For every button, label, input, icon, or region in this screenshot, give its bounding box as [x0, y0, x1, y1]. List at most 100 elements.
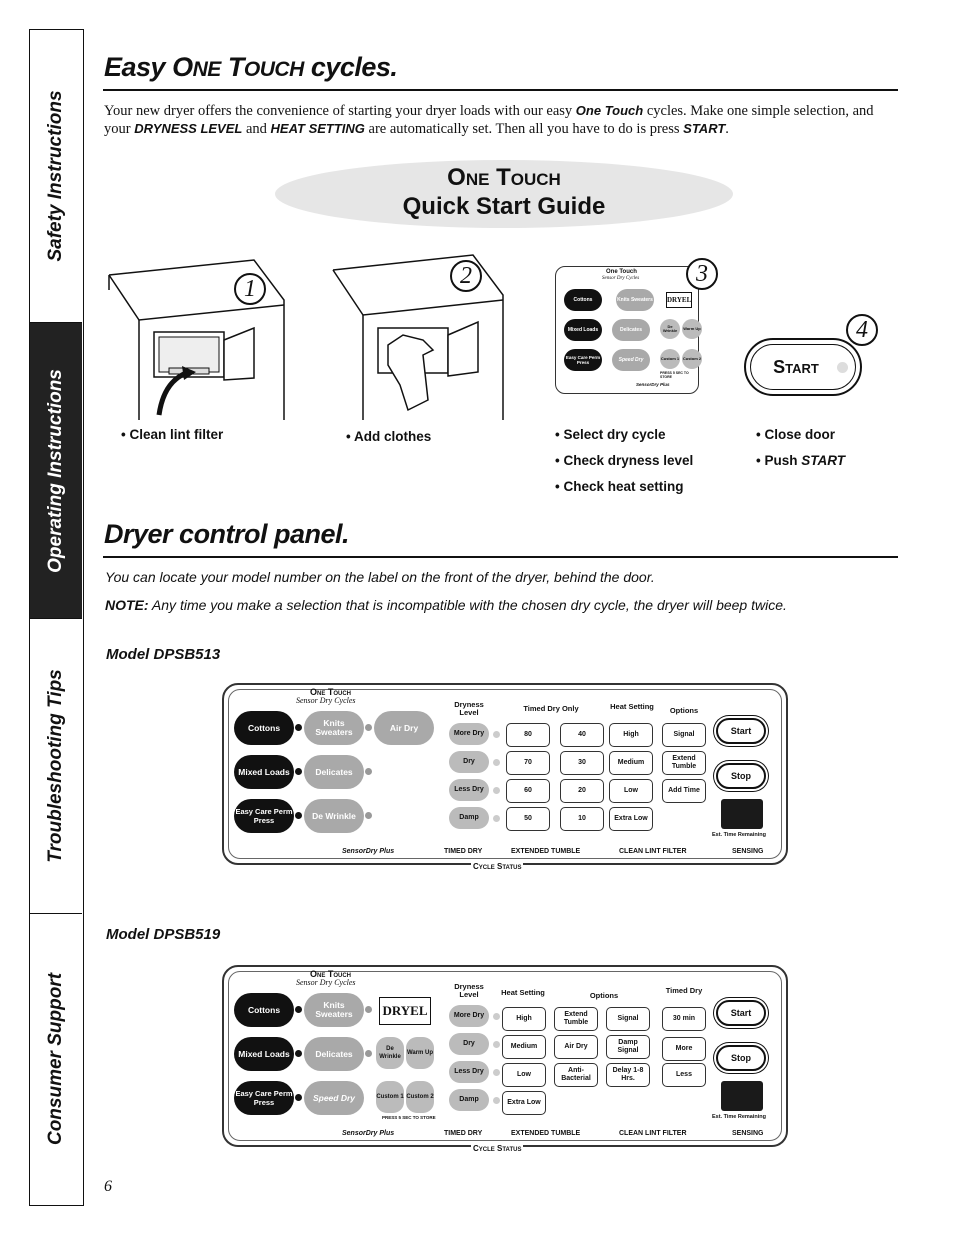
step3-bullets: • Select dry cycle• Check dryness level•… — [555, 427, 694, 494]
quick-start-oval — [275, 160, 733, 228]
step3-dryel-logo[interactable]: DRYEL — [666, 292, 692, 308]
m2-less-dry-button[interactable]: Less Dry — [449, 1061, 489, 1083]
m1-timed-20[interactable]: 20 — [560, 779, 604, 803]
m2-dewrinkle-button[interactable]: De Wrinkle — [376, 1037, 404, 1069]
m1-damp-button[interactable]: Damp — [449, 807, 489, 829]
m2-medium-button[interactable]: Medium — [502, 1035, 546, 1059]
step3-speed-dry-button[interactable]: Speed Dry — [612, 349, 650, 371]
m2-antibacterial-button[interactable]: Anti-Bacterial — [554, 1063, 598, 1087]
m1-cottons-button[interactable]: Cottons — [234, 711, 302, 745]
step4-start-button[interactable]: Start — [744, 338, 862, 396]
m2-options-head: Options — [589, 991, 619, 1000]
m2-extend-tumble-button[interactable]: Extend Tumble — [554, 1007, 598, 1031]
m1-mixed-loads-button[interactable]: Mixed Loads — [234, 755, 302, 789]
m1-dry-button[interactable]: Dry — [449, 751, 489, 773]
m2-easy-care-button[interactable]: Easy Care Perm Press — [234, 1081, 302, 1115]
m1-status-timed: TIMED DRY — [444, 848, 483, 855]
m1-low-button[interactable]: Low — [609, 779, 653, 803]
step3-easy-care-button[interactable]: Easy Care Perm Press — [564, 349, 602, 371]
m1-knits-button[interactable]: Knits Sweaters — [304, 711, 372, 745]
model-location-text: You can locate your model number on the … — [105, 569, 655, 585]
m2-high-button[interactable]: High — [502, 1007, 546, 1031]
section-title-easy-one-touch: Easy ONE TOUCH cycles. — [104, 52, 398, 82]
step3-cottons-button[interactable]: Cottons — [564, 289, 602, 311]
m1-status-lint: CLEAN LINT FILTER — [619, 848, 687, 855]
m2-custom2-button[interactable]: Custom 2 — [406, 1081, 434, 1113]
m1-medium-button[interactable]: Medium — [609, 751, 653, 775]
step3-custom2-button[interactable]: Custom 2 — [682, 349, 702, 369]
m2-extra-low-button[interactable]: Extra Low — [502, 1091, 546, 1115]
m1-cycle-status: Cycle Status — [471, 862, 524, 871]
m2-warmup-button[interactable]: Warm Up — [406, 1037, 434, 1069]
m2-low-button[interactable]: Low — [502, 1063, 546, 1087]
m2-dryel-button[interactable]: DRYEL — [379, 997, 431, 1025]
m1-easy-care-button[interactable]: Easy Care Perm Press — [234, 799, 302, 833]
step4-start-label: Start — [773, 357, 819, 377]
m2-status-timed: TIMED DRY — [444, 1130, 483, 1137]
m2-timed-head: Timed Dry — [665, 986, 703, 995]
m1-extra-low-button[interactable]: Extra Low — [609, 807, 653, 831]
m1-timed-80[interactable]: 80 — [506, 723, 550, 747]
m1-timed-30[interactable]: 30 — [560, 751, 604, 775]
step3-knits-button[interactable]: Knits Sweaters — [616, 289, 654, 311]
step3-sub: Sensor Dry Cycles — [602, 276, 640, 281]
step3-dewrinkle-button[interactable]: De Wrinkle — [660, 319, 680, 339]
step-number-2: 2 — [450, 260, 482, 292]
tab-consumer-support[interactable]: Consumer Support — [45, 972, 66, 1146]
m1-timed-60[interactable]: 60 — [506, 779, 550, 803]
m1-timed-head: Timed Dry Only — [523, 704, 579, 713]
m1-timed-40[interactable]: 40 — [560, 723, 604, 747]
tab-troubleshooting-tips[interactable]: Troubleshooting Tips — [30, 619, 82, 914]
page-number: 6 — [104, 1178, 112, 1195]
m1-dryness-head: Dryness Level — [454, 700, 484, 717]
m1-delicates-button[interactable]: Delicates — [304, 755, 372, 789]
m1-timed-50[interactable]: 50 — [506, 807, 550, 831]
m2-mixed-loads-button[interactable]: Mixed Loads — [234, 1037, 302, 1071]
m2-timed-30min[interactable]: 30 min — [662, 1007, 706, 1031]
step3-delicates-button[interactable]: Delicates — [612, 319, 650, 341]
step3-custom1-button[interactable]: Custom 1 — [660, 349, 680, 369]
m2-timed-more[interactable]: More — [662, 1037, 706, 1061]
m2-damp-button[interactable]: Damp — [449, 1089, 489, 1111]
m2-air-dry-button[interactable]: Air Dry — [554, 1035, 598, 1059]
m2-speed-dry-button[interactable]: Speed Dry — [304, 1081, 364, 1115]
tab-operating-instructions[interactable]: Operating Instructions — [30, 323, 82, 619]
m1-extend-tumble-button[interactable]: Extend Tumble — [662, 751, 706, 775]
section-title-control-panel: Dryer control panel. — [104, 519, 350, 549]
tab-safety-instructions[interactable]: Safety Instructions — [30, 30, 82, 323]
m1-less-dry-button[interactable]: Less Dry — [449, 779, 489, 801]
m2-timed-less[interactable]: Less — [662, 1063, 706, 1087]
m2-cottons-button[interactable]: Cottons — [234, 993, 302, 1027]
m2-custom1-button[interactable]: Custom 1 — [376, 1081, 404, 1113]
side-tabs: Safety Instructions Operating Instructio… — [29, 29, 84, 1206]
m1-timed-70[interactable]: 70 — [506, 751, 550, 775]
m1-start-button[interactable]: Start — [716, 718, 766, 744]
m1-signal-button[interactable]: Signal — [662, 723, 706, 747]
step3-mixed-loads-button[interactable]: Mixed Loads — [564, 319, 602, 341]
m2-knits-button[interactable]: Knits Sweaters — [304, 993, 372, 1027]
m1-timed-10[interactable]: 10 — [560, 807, 604, 831]
m1-est-label: Est. Time Remaining — [712, 832, 766, 838]
m1-dewrinkle-button[interactable]: De Wrinkle — [304, 799, 372, 833]
m2-sub: Sensor Dry Cycles — [296, 978, 356, 987]
m1-add-time-button[interactable]: Add Time — [662, 779, 706, 803]
m2-stop-button[interactable]: Stop — [716, 1045, 766, 1071]
intro-paragraph: Your new dryer offers the convenience of… — [104, 103, 874, 137]
m2-damp-signal-button[interactable]: Damp Signal — [606, 1035, 650, 1059]
m2-start-button[interactable]: Start — [716, 1000, 766, 1026]
m1-status-sensordry: SensorDry Plus — [342, 848, 395, 855]
m2-delay-button[interactable]: Delay 1-8 Hrs. — [606, 1063, 650, 1087]
m2-delicates-button[interactable]: Delicates — [304, 1037, 372, 1071]
m2-dry-button[interactable]: Dry — [449, 1033, 489, 1055]
m1-air-dry-button[interactable]: Air Dry — [374, 711, 434, 745]
step3-control-panel: One Touch Sensor Dry Cycles Cottons Knit… — [555, 266, 702, 394]
m1-stop-button[interactable]: Stop — [716, 763, 766, 789]
m2-signal-button[interactable]: Signal — [606, 1007, 650, 1031]
m2-brand: One Touch — [310, 969, 351, 979]
m1-more-dry-button[interactable]: More Dry — [449, 723, 489, 745]
start-led — [837, 362, 848, 373]
step1-bullets: • Clean lint filter — [121, 427, 224, 442]
m2-more-dry-button[interactable]: More Dry — [449, 1005, 489, 1027]
step3-warmup-button[interactable]: Warm Up — [682, 319, 702, 339]
m1-high-button[interactable]: High — [609, 723, 653, 747]
